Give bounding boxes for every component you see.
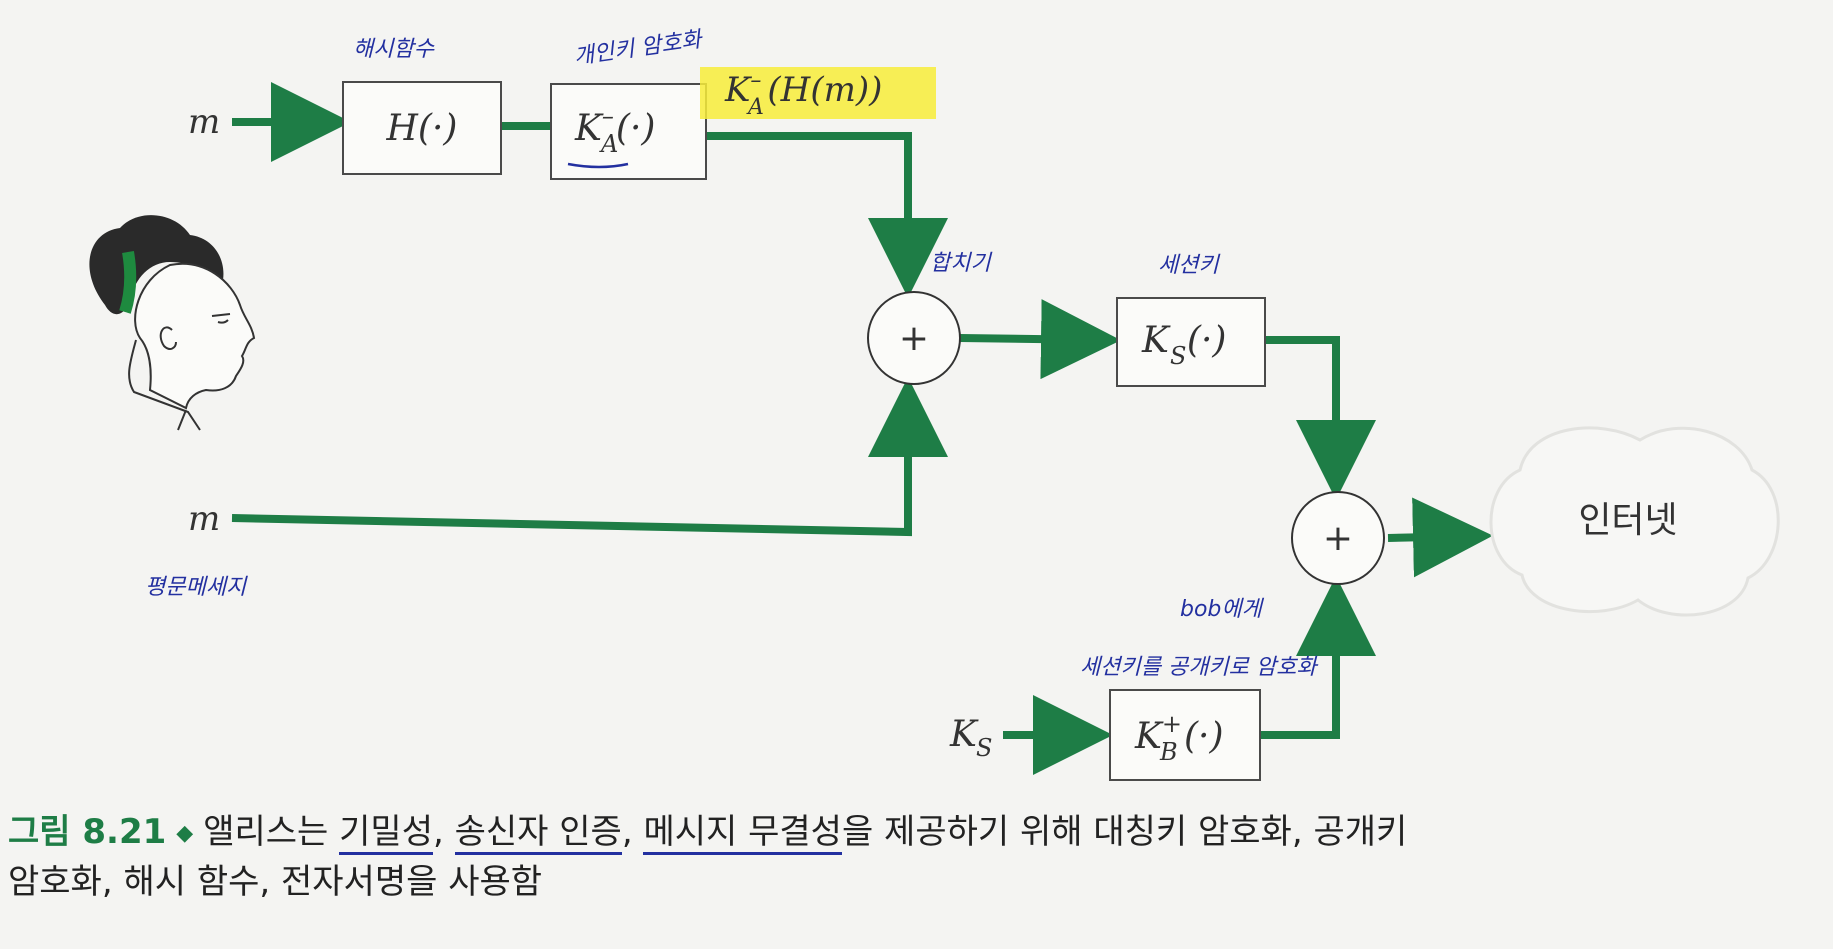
caption-sep-1: , [433, 812, 455, 852]
signed-output-label: K–(H(m)) [724, 68, 882, 110]
arrow-adder1-to-session [959, 299, 1121, 380]
caption-text-rest: 을 제공하기 위해 대칭키 암호화, 공개키 [841, 812, 1408, 852]
alice-ear [159, 326, 177, 350]
figure-caption: 그림 8.21 ◆ 앨리스는 기밀성, 송신자 인증, 메시지 무결성을 제공하기 … [8, 808, 1823, 906]
caption-sep-2: , [621, 812, 644, 852]
alice-illustration [89, 215, 256, 431]
alice-headband [119, 250, 137, 314]
adder-final-symbol: + [1323, 518, 1353, 559]
adder-merge: + [867, 291, 961, 385]
internet-cloud: 인터넷 [1489, 426, 1780, 617]
hash-function-box: H(·) [342, 81, 502, 175]
adder-final: + [1291, 491, 1385, 585]
alice-neck-collar [128, 339, 201, 431]
alice-eye [211, 313, 231, 324]
caption-underlined-confidentiality: 기밀성 [339, 812, 433, 855]
note-plaintext: 평문메세지 [145, 575, 248, 600]
diamond-icon: ◆ [176, 820, 194, 846]
secure-email-diagram: m m H(·) K–(·) A K–(H(m)) A + K(·) S + K… [89, 27, 1780, 781]
caption-line-1: 그림 8.21 ◆ 앨리스는 기밀성, 송신자 인증, 메시지 무결성을 제공하기 … [8, 808, 1823, 858]
public-box-subscript: B [1159, 738, 1178, 766]
arrow-public-to-adder2 [1260, 576, 1376, 739]
private-key-box: K–(·) A [550, 83, 707, 180]
private-box-label: K–(·) [574, 102, 655, 149]
arrow-adder2-to-internet [1387, 497, 1493, 578]
note-merge: 합치기 [930, 251, 992, 276]
caption-underlined-sender-auth: 송신자 인증 [454, 812, 622, 855]
caption-text-start: 앨리스는 [203, 812, 340, 852]
session-box-subscript: S [1170, 342, 1186, 370]
adder-merge-symbol: + [899, 318, 929, 359]
arrow-session-to-adder2 [1265, 336, 1376, 500]
public-key-box: K+(·) B [1109, 689, 1261, 781]
figure-number: 그림 8.21 [8, 812, 167, 852]
signed-output-highlight [700, 67, 936, 119]
arrow-private-to-adder1 [705, 132, 948, 298]
note-hash-function: 해시함수 [353, 37, 435, 62]
internet-label: 인터넷 [1578, 500, 1677, 541]
hash-box-label: H(·) [386, 108, 458, 149]
input-m-bottom: m [188, 499, 220, 539]
cloud-icon [1489, 426, 1780, 617]
session-key-box: K(·) S [1116, 297, 1266, 387]
session-box-label: K(·) [1141, 320, 1226, 361]
underline-private-key [567, 162, 629, 169]
alice-face [134, 262, 256, 410]
caption-line-2: 암호화, 해시 함수, 전자서명을 사용함 [8, 861, 543, 902]
note-encrypted-session-key: 세션키를 공개키로 암호화 [1080, 655, 1318, 680]
note-private-key: 개인키 암호화 [572, 27, 704, 70]
signed-output-subscript: A [746, 95, 764, 120]
alice-hair [89, 215, 224, 315]
note-session-key: 세션키 [1158, 253, 1220, 278]
public-box-label: K+(·) [1134, 710, 1224, 757]
private-box-subscript: A [599, 130, 618, 158]
session-key-input: K [949, 714, 979, 755]
session-key-input-subscript: S [976, 734, 992, 762]
note-to-bob: bob에게 [1180, 597, 1265, 622]
arrow-plaintext-to-adder1 [231, 377, 948, 537]
flow-lines [231, 82, 1493, 775]
input-m-top: m [188, 102, 220, 142]
caption-underlined-integrity: 메시지 무결성 [643, 812, 842, 855]
